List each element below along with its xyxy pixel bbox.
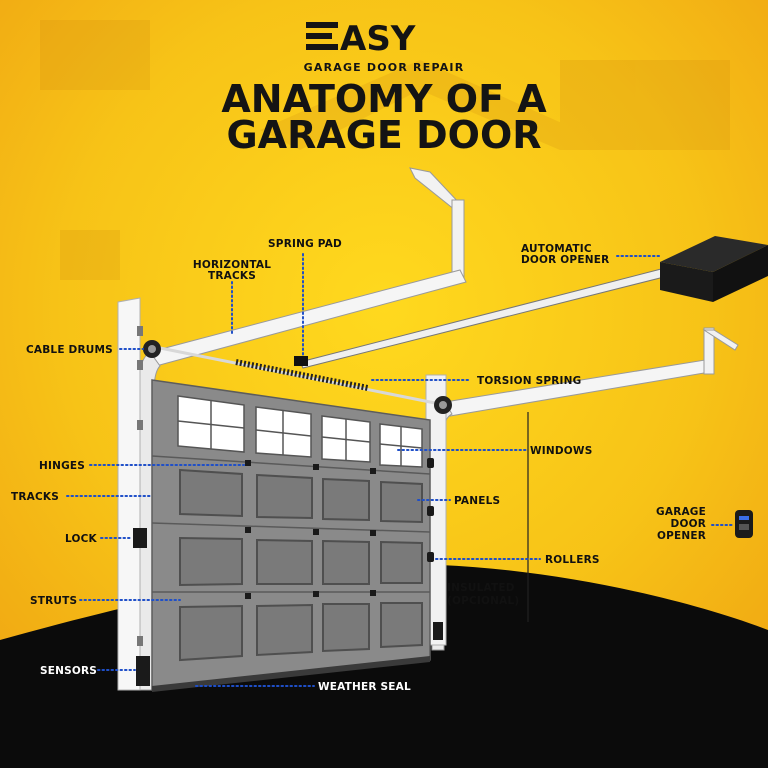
logo-e-icon [306,22,338,50]
cable-drum-left [143,340,161,358]
label-panels: PANELS [454,495,500,507]
label-insulated-2: (OPCIONAL) [447,595,519,607]
title-line-1: ANATOMY OF A [221,77,547,121]
label-hinges: HINGES [39,460,85,472]
label-sensors: SENSORS [40,665,97,677]
remote-control-icon [735,510,753,538]
garage-door [151,379,431,692]
rear-hanger-bracket [409,167,465,281]
label-horizontal-tracks-2: TRACKS [208,270,256,282]
door-lock [133,528,147,548]
right-rear-bracket [702,327,739,375]
label-weather-seal: WEATHER SEAL [318,681,411,693]
background-house-shapes [40,20,730,280]
label-garage-opener-1: GARAGE [656,506,706,518]
cable-drum-right [434,396,452,414]
left-jamb [117,297,141,691]
spring-pad [294,356,308,366]
label-torsion-spring: TORSION SPRING [477,375,581,387]
hinges [245,460,376,599]
brand-tagline: GARAGE DOOR REPAIR [304,61,465,74]
torsion-spring [159,346,441,406]
label-cable-drums: CABLE DRUMS [26,344,113,356]
label-struts: STRUTS [30,595,77,607]
label-garage-opener-2: DOOR [671,518,706,530]
sensor-left [136,656,150,686]
sensor-right [433,622,443,640]
label-garage-opener-3: OPENER [657,530,706,542]
label-automatic-opener-2: DOOR OPENER [521,254,609,266]
jamb-bolts [137,326,143,646]
label-spring-pad: SPRING PAD [268,238,342,250]
label-windows: WINDOWS [530,445,592,457]
label-automatic-opener-1: AUTOMATIC [521,243,592,255]
label-rollers: ROLLERS [545,554,600,566]
brand-logo: ASY GARAGE DOOR REPAIR [304,19,465,74]
leader-lines [66,253,734,687]
label-insulated-1: INSULATED [447,582,515,594]
label-tracks: TRACKS [11,491,59,503]
title-line-2: GARAGE DOOR [226,113,541,157]
door-windows [177,395,423,468]
door-panels [179,468,423,662]
label-horizontal-tracks-1: HORIZONTAL [193,259,271,271]
brand-name: ASY [340,19,416,59]
opener-motor [660,236,768,302]
weather-seal-strip [152,656,430,692]
rollers [427,458,434,562]
label-lock: LOCK [65,533,98,545]
